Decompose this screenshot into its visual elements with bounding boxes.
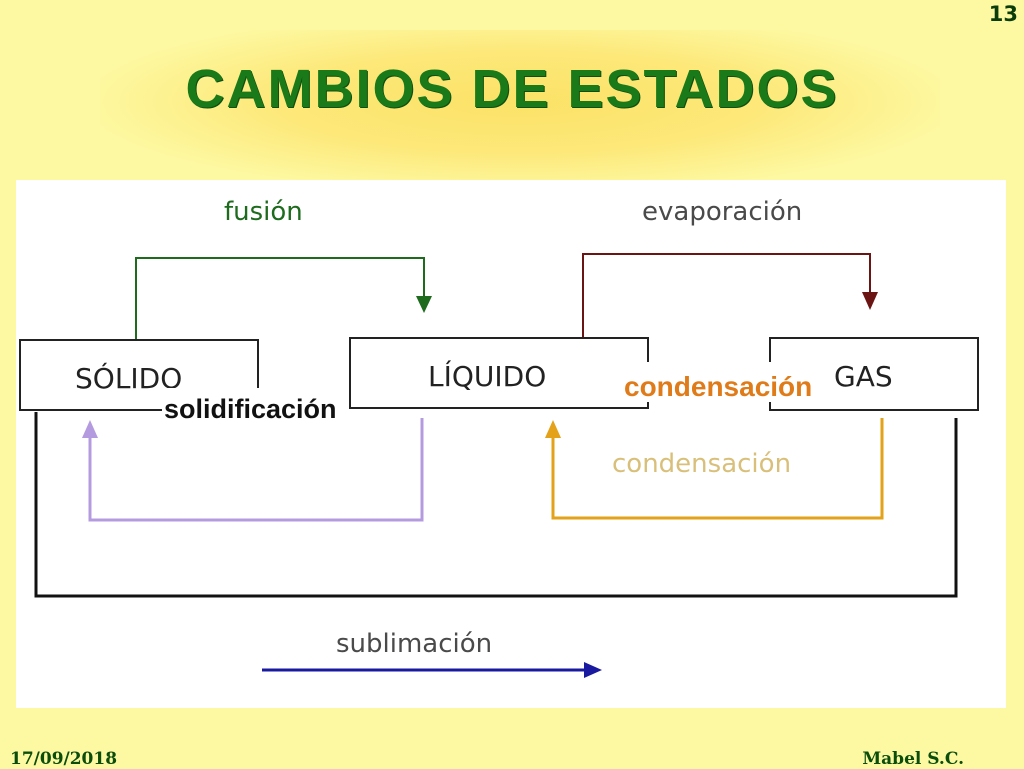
sublimation-label: sublimación (336, 629, 492, 659)
fusion-label: fusión (224, 197, 303, 227)
evaporation-arrow (582, 253, 878, 340)
slide-author: Mabel S.C. (862, 749, 964, 769)
condensation-overlay: condensación (616, 362, 814, 402)
condensation-label: condensación (612, 449, 791, 479)
slide-title: CAMBIOS DE ESTADOS (185, 59, 839, 119)
liquid-label: LÍQUIDO (428, 359, 546, 393)
sublimation-loop (34, 412, 958, 598)
gas-label: GAS (834, 360, 893, 393)
evaporation-label: evaporación (642, 197, 802, 227)
solidification-overlay: solidificación (162, 388, 344, 426)
liquid-box: LÍQUIDO (349, 337, 649, 409)
solidification-arrow (82, 418, 424, 522)
diagram-canvas: fusión evaporación SÓLIDO LÍQUIDO GAS (16, 180, 1006, 708)
solidification-overlay-label: solidificación (164, 394, 337, 424)
sublimation-arrow (262, 662, 602, 678)
fusion-arrow (135, 257, 432, 340)
states-diagram: fusión evaporación SÓLIDO LÍQUIDO GAS (19, 197, 979, 678)
slide-date: 17/09/2018 (10, 749, 118, 769)
condensation-overlay-label: condensación (624, 371, 812, 402)
slide-number: 13 (988, 2, 1018, 26)
condensation-arrow (545, 418, 884, 520)
